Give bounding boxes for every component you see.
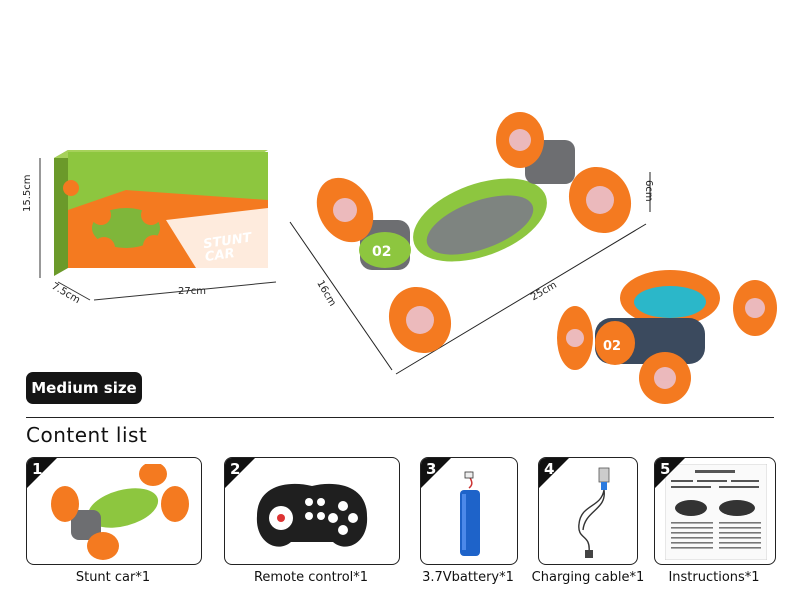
car-height-label: 6cm [643,180,654,202]
section-divider [26,417,774,418]
svg-text:02: 02 [603,339,621,354]
stunt-car-alt-view-image: 02 [555,258,785,408]
box-width-label: 27cm [178,286,206,297]
item-number: 4 [544,460,555,478]
car-number-text: 02 [372,244,391,260]
content-card-instructions: 5 [654,457,776,565]
size-badge: Medium size [26,372,142,404]
caption-battery: 3.7Vbattery*1 [422,570,514,585]
product-box: STUNT CAR [46,150,276,280]
item-number: 2 [230,460,241,478]
remote-control-thumb [256,483,368,547]
caption-charging-cable: Charging cable*1 [531,570,645,585]
content-card-battery: 3 [420,457,518,565]
charging-cable-thumb [578,467,610,558]
caption-remote-control: Remote control*1 [253,570,369,585]
main-stunt-car-image: 02 [300,110,640,370]
content-card-charging-cable: 4 [538,457,638,565]
item-number: 3 [426,460,437,478]
item-number: 1 [32,460,43,478]
content-list-title: Content list [26,423,148,447]
item-number: 5 [660,460,671,478]
stunt-car-thumb [51,464,189,560]
box-dimension-lines [39,158,277,301]
content-card-stunt-car: 1 [26,457,202,565]
content-card-remote-control: 2 [224,457,400,565]
caption-stunt-car: Stunt car*1 [75,570,151,585]
caption-instructions: Instructions*1 [668,570,760,585]
battery-thumb [460,471,480,556]
